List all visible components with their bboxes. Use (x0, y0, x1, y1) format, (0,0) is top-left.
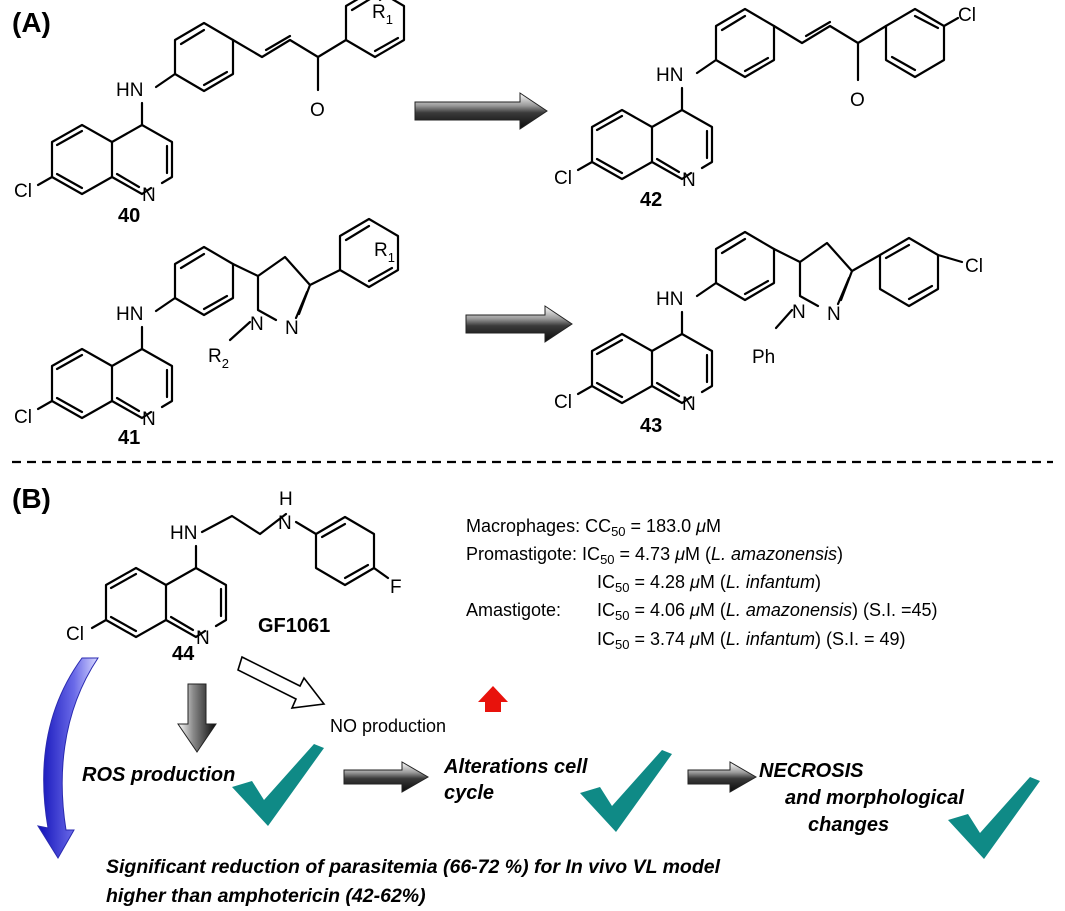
atom-cl: Cl (958, 5, 976, 26)
arrow-alterations-to-necrosis (687, 761, 758, 793)
atom-r: R1 (372, 2, 393, 27)
panel-b-label: (B) (12, 483, 51, 514)
atom-cl: Cl (66, 624, 84, 645)
macrophage-line: Macrophages: CC50 = 183.0 μM (466, 516, 721, 539)
alterations-text-2: cycle (444, 782, 494, 804)
check-icon (948, 777, 1040, 859)
atom-nh: N (278, 513, 292, 534)
atom-hn: HN (656, 65, 683, 86)
promastigote-line-2: IC50 = 4.28 μM (L. infantum) (597, 572, 821, 595)
atom-n1: N (250, 314, 264, 335)
structure-40: HN N Cl O R1 40 (14, 0, 406, 227)
alterations-text-1: Alterations cell (443, 756, 588, 778)
necrosis-text-3: changes (808, 814, 889, 836)
atom-n2: N (285, 318, 299, 339)
activity-data: Macrophages: CC50 = 183.0 μM Promastigot… (466, 516, 938, 652)
atom-ph: Ph (752, 347, 775, 368)
atom-n: N (196, 628, 210, 649)
label-43: 43 (640, 415, 662, 437)
atom-cl: Cl (14, 181, 32, 202)
atom-o: O (850, 90, 865, 111)
structure-42: HN N Cl O Cl 42 (554, 5, 976, 211)
amastigote-line-1: Amastigote:IC50 = 4.06 μM (L. amazonensi… (466, 600, 938, 623)
structure-43: HN N Cl N N Ph Cl 43 (554, 230, 983, 437)
arrow-ros-to-alterations (343, 761, 430, 793)
atom-cl: Cl (554, 168, 572, 189)
arrow-40-to-42 (414, 92, 548, 130)
structure-41: HN N Cl N N R2 R1 41 (14, 217, 400, 449)
label-gf1061: GF1061 (258, 615, 330, 637)
conclusion-line-1: Significant reduction of parasitemia (66… (106, 856, 721, 878)
atom-h: H (279, 489, 293, 510)
atom-n2: N (827, 304, 841, 325)
label-44: 44 (172, 643, 195, 665)
ros-production-text: ROS production (82, 764, 235, 786)
atom-hn: HN (116, 304, 143, 325)
necrosis-text-1: NECROSIS (759, 760, 864, 782)
arrow-to-no-production (237, 655, 326, 709)
check-icon (232, 744, 324, 826)
atom-f: F (390, 577, 402, 598)
structure-44: HN N Cl H N F 44 GF1061 (66, 489, 402, 665)
atom-hn: HN (116, 80, 143, 101)
atom-n: N (682, 394, 696, 415)
atom-hn: HN (656, 289, 683, 310)
amastigote-line-2: IC50 = 3.74 μM (L. infantum) (S.I. = 49) (597, 629, 906, 652)
red-up-arrow (478, 686, 508, 712)
atom-hn: HN (170, 523, 197, 544)
atom-r1: R1 (374, 240, 395, 265)
atom-n: N (682, 170, 696, 191)
check-icon (580, 750, 672, 832)
atom-cl: Cl (965, 256, 983, 277)
arrow-41-to-43 (465, 305, 573, 343)
necrosis-text-2: and morphological (785, 787, 964, 809)
conclusion-line-2: higher than amphotericin (42-62%) (106, 885, 426, 907)
no-production-text: NO production (330, 716, 446, 736)
atom-cl: Cl (14, 407, 32, 428)
label-41: 41 (118, 427, 140, 449)
panel-a-label: (A) (12, 7, 51, 38)
arrow-to-ros (177, 683, 217, 753)
atom-n1: N (792, 302, 806, 323)
atom-n: N (142, 409, 156, 430)
atom-cl: Cl (554, 392, 572, 413)
label-40: 40 (118, 205, 140, 227)
blue-curved-arrow (36, 657, 99, 859)
atom-r2: R2 (208, 346, 229, 371)
atom-n: N (142, 185, 156, 206)
atom-o: O (310, 100, 325, 121)
promastigote-line-1: Promastigote: IC50 = 4.73 μM (L. amazone… (466, 544, 843, 567)
label-42: 42 (640, 189, 662, 211)
